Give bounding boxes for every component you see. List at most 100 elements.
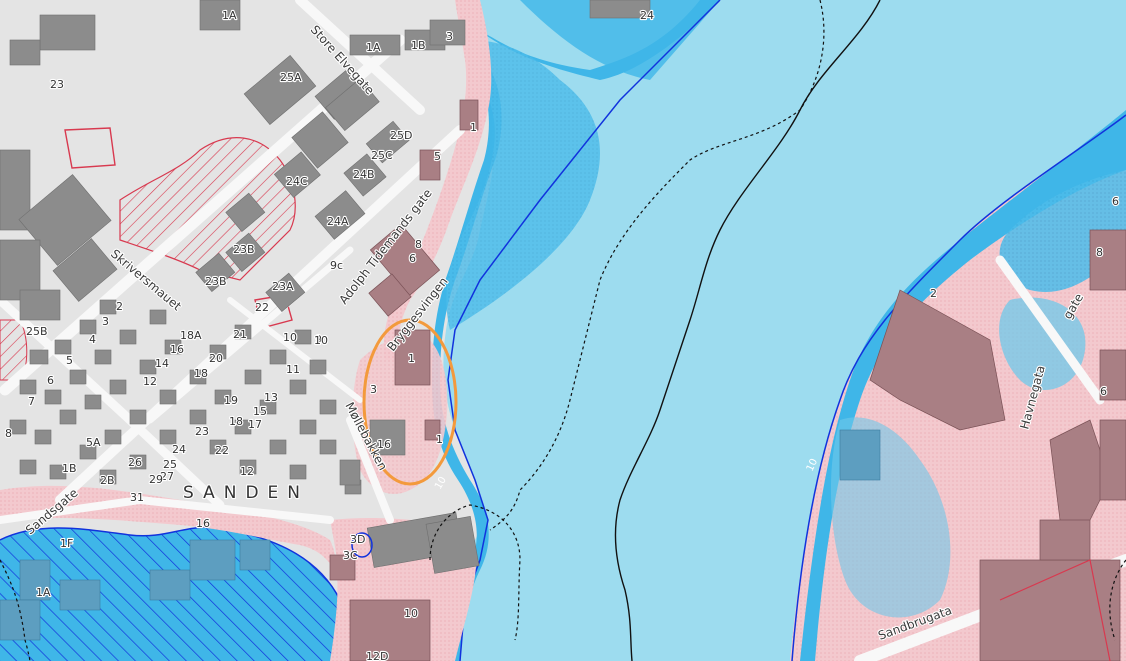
flood-outline-red-right xyxy=(999,559,1111,661)
river-depth-line-dashed xyxy=(489,0,825,531)
house-number: 12 xyxy=(143,375,157,388)
house-number: 24C xyxy=(286,175,308,188)
house-number: 1A xyxy=(36,586,51,599)
house-number: 1F xyxy=(60,537,73,550)
flood-zone-blue-left-bank xyxy=(478,0,720,80)
house-number: 25D xyxy=(390,129,412,142)
house-number: 26 xyxy=(128,456,142,469)
house-number: 5A xyxy=(86,436,101,449)
house-number: 27 xyxy=(160,470,174,483)
house-number: 4 xyxy=(89,333,96,346)
flood-zone-blue-right-inland xyxy=(999,297,1086,390)
house-number: 1B xyxy=(62,462,77,475)
house-number: 22 xyxy=(255,301,269,314)
house-number: 8 xyxy=(415,238,422,251)
house-number: 25C xyxy=(371,149,393,162)
house-number: 18 xyxy=(194,367,208,380)
house-number: 5 xyxy=(66,354,73,367)
flood-zone-blue-left xyxy=(460,0,720,80)
river-water xyxy=(443,0,1126,661)
flood-line-dashed-right xyxy=(1109,559,1126,641)
house-number: 16 xyxy=(377,438,391,451)
house-number: 23 xyxy=(195,425,209,438)
house-number: 24A xyxy=(327,215,349,228)
house-number: 25B xyxy=(26,325,48,338)
house-number: 11 xyxy=(286,363,300,376)
house-number: 10 xyxy=(283,331,297,344)
water-label-right: 10 xyxy=(805,457,820,473)
house-number: 12D xyxy=(366,650,388,661)
house-number: 12 xyxy=(240,465,254,478)
house-number: 1 xyxy=(408,352,415,365)
house-number: 2 xyxy=(930,287,937,300)
house-number: 6 xyxy=(409,252,416,265)
house-number: 6 xyxy=(1100,385,1107,398)
flood-outline-blue-oval xyxy=(351,532,373,558)
house-number: 21 xyxy=(233,328,247,341)
highlight-ellipse xyxy=(362,318,458,486)
house-number: 14 xyxy=(155,357,169,370)
house-number: 9 xyxy=(315,333,322,346)
house-number: 3 xyxy=(446,30,453,43)
flood-line-dashed-harbour xyxy=(429,504,521,641)
house-number: 8 xyxy=(5,427,12,440)
house-number: 1A xyxy=(366,41,381,54)
house-number: 23B xyxy=(205,275,227,288)
house-number: 7 xyxy=(28,395,35,408)
house-number: 23 xyxy=(50,78,64,91)
house-number: 17 xyxy=(248,418,262,431)
house-number: 29 xyxy=(149,473,163,486)
house-number: 18A xyxy=(180,329,202,342)
house-number: 8 xyxy=(1096,246,1103,259)
buildings-southwest xyxy=(0,539,271,641)
house-number: 13 xyxy=(264,391,278,404)
house-number: 31 xyxy=(130,491,144,504)
house-number: 20 xyxy=(209,352,223,365)
house-number: 15 xyxy=(253,405,267,418)
district-label: SANDEN xyxy=(183,483,309,503)
flood-line-dashed-southwest xyxy=(0,559,31,661)
house-number: 1 xyxy=(436,433,443,446)
house-number: 6 xyxy=(1112,195,1119,208)
flood-line-blue-left xyxy=(447,0,721,661)
house-number: 10 xyxy=(314,334,328,347)
house-number: 3 xyxy=(370,383,377,396)
flood-zone-blue-right xyxy=(800,110,1126,661)
house-number: 1A xyxy=(222,9,237,22)
flood-zone-blue-bank-strip xyxy=(432,60,502,661)
house-number: 23B xyxy=(233,243,255,256)
buildings-flooded-bank xyxy=(329,99,480,661)
house-number: 3C xyxy=(343,549,358,562)
buildings-residential-grid xyxy=(9,299,362,495)
house-number: 19 xyxy=(224,394,238,407)
house-number: 24B xyxy=(353,168,375,181)
house-number: 23A xyxy=(272,280,294,293)
flood-outline-red-square xyxy=(64,127,116,169)
house-number-labels: 1A 1A 1B 3 24 23 25A 25D 25C 24B 24C 24A… xyxy=(4,8,1120,661)
house-number: 24 xyxy=(640,9,654,22)
house-number: 9c xyxy=(330,259,343,272)
house-number: 18 xyxy=(229,415,243,428)
house-number: 5 xyxy=(434,150,441,163)
house-number: 10 xyxy=(404,607,418,620)
house-number: 6 xyxy=(47,374,54,387)
flood-line-blue-right xyxy=(791,114,1126,661)
house-number: 16 xyxy=(196,517,210,530)
house-number: 2 xyxy=(116,300,123,313)
house-number: 3 xyxy=(102,315,109,328)
house-number: 1B xyxy=(411,39,426,52)
house-number: 16 xyxy=(170,343,184,356)
buildings-left-bank xyxy=(0,0,651,321)
flood-zone-pink-southwest xyxy=(0,485,349,661)
house-number: 2B xyxy=(100,474,115,487)
house-number: 22 xyxy=(215,444,229,457)
flood-zone-blue-upper xyxy=(446,40,600,330)
house-number: 25 xyxy=(163,458,177,471)
house-number: 3D xyxy=(350,533,365,546)
buildings-right-bank xyxy=(839,229,1126,661)
house-number: 24 xyxy=(172,443,186,456)
house-number: 1 xyxy=(470,121,477,134)
house-number: 25A xyxy=(280,71,302,84)
